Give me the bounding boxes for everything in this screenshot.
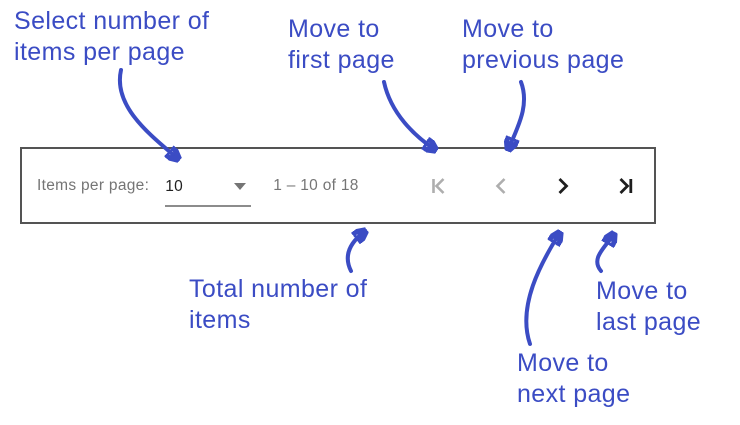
- annotation-total-items: Total number of items: [189, 275, 368, 334]
- annotation-next-page: Move to next page: [517, 349, 631, 408]
- last-page-icon: [613, 174, 637, 198]
- arrow-first-page: [382, 80, 434, 149]
- page-size-value: 10: [165, 177, 184, 195]
- annotation-last-page: Move to last page: [596, 277, 702, 336]
- first-page-button: [427, 174, 451, 198]
- chevron-left-icon: [489, 174, 513, 198]
- page-size-select[interactable]: 10: [165, 177, 252, 207]
- arrow-previous-page: [509, 80, 527, 148]
- first-page-icon: [427, 174, 451, 198]
- arrow-total-items: [345, 232, 364, 273]
- paginator-bar: Items per page: 10 1 – 10 of 18: [20, 147, 656, 224]
- arrow-items-per-page: [117, 68, 177, 158]
- range-label: 1 – 10 of 18: [273, 176, 359, 194]
- arrow-last-page: [595, 235, 613, 273]
- previous-page-button: [489, 174, 513, 198]
- paginator-nav: [427, 174, 637, 198]
- dropdown-arrow-icon: [234, 183, 247, 190]
- arrow-next-page: [524, 234, 559, 346]
- annotation-first-page: Move to first page: [288, 15, 395, 74]
- items-per-page-label: Items per page:: [37, 176, 150, 194]
- last-page-button[interactable]: [613, 174, 637, 198]
- annotation-previous-page: Move to previous page: [462, 15, 625, 74]
- chevron-right-icon: [551, 174, 575, 198]
- next-page-button[interactable]: [551, 174, 575, 198]
- annotation-items-per-page: Select number of items per page: [14, 7, 210, 66]
